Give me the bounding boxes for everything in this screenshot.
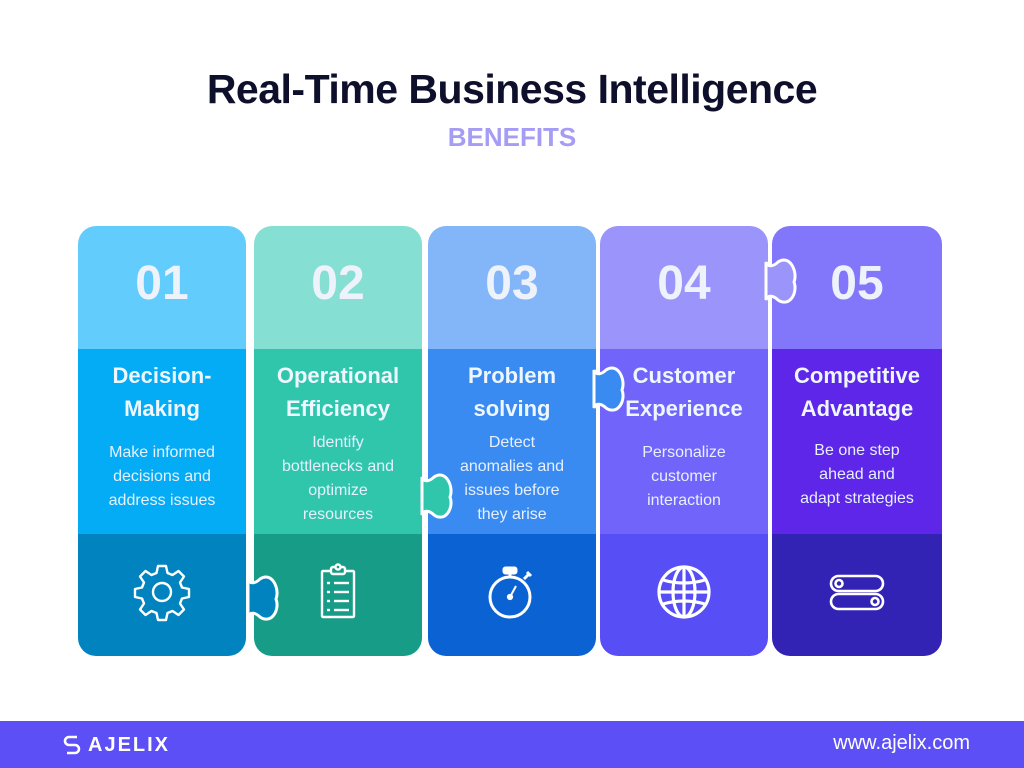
- card-number-section: 01: [78, 226, 246, 349]
- card-number-section: 03: [428, 226, 596, 349]
- card-icon-section: [254, 534, 422, 656]
- card-icon-section: [600, 534, 768, 656]
- puzzle-knob-3-4: [592, 366, 625, 412]
- card-icon-section: [428, 534, 596, 656]
- benefit-card-1: 01 Decision-Making Make informed decisio…: [78, 226, 246, 656]
- ajelix-logo-icon: [63, 735, 81, 755]
- page-subtitle: BENEFITS: [447, 122, 577, 152]
- toggles-icon: [827, 562, 887, 622]
- step-number: 02: [311, 257, 365, 310]
- gear-icon: [132, 562, 192, 622]
- globe-icon: [654, 562, 714, 622]
- step-heading: Decision-Making: [112, 363, 212, 421]
- stopwatch-icon: [482, 562, 542, 622]
- puzzle-knob-4-5: [764, 258, 797, 304]
- step-number: 01: [135, 257, 189, 310]
- brand-name: AJELIX: [88, 733, 171, 756]
- step-number: 05: [830, 257, 884, 310]
- clipboard-icon: [308, 562, 368, 622]
- puzzle-knob-1-2: [246, 575, 279, 621]
- step-description: Identify bottlenecks and optimize resour…: [281, 434, 395, 523]
- step-number: 03: [485, 257, 539, 310]
- step-description: Detect anomalies and issues before they …: [459, 434, 565, 523]
- step-description: Be one step ahead and adapt strategies: [800, 442, 914, 507]
- card-number-section: 05: [772, 226, 942, 349]
- step-number: 04: [657, 257, 711, 310]
- puzzle-knob-2-3: [420, 473, 453, 519]
- card-number-section: 04: [600, 226, 768, 349]
- footer-bar: AJELIX www.ajelix.com: [0, 721, 1024, 768]
- card-icon-section: [78, 534, 246, 656]
- step-description: Personalize customer interaction: [642, 444, 726, 509]
- brand-logo[interactable]: AJELIX: [62, 733, 170, 757]
- card-icon-section: [772, 534, 942, 656]
- website-link[interactable]: www.ajelix.com: [833, 732, 970, 754]
- step-description: Make informed decisions and address issu…: [108, 444, 216, 509]
- page-title: Real-Time Business Intelligence: [206, 66, 818, 112]
- card-text-section: Decision-Making Make informed decisions …: [78, 349, 246, 534]
- card-number-section: 02: [254, 226, 422, 349]
